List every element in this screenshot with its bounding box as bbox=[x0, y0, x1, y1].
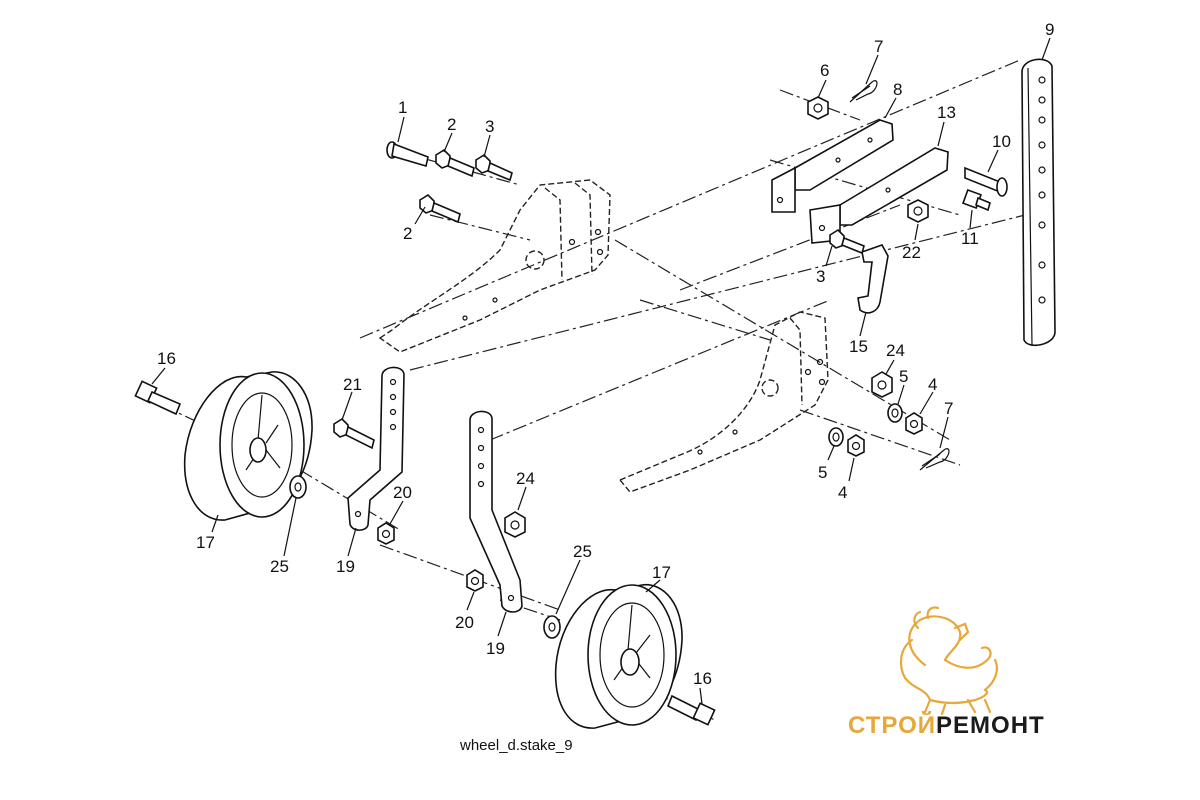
lag-screw-2-upper bbox=[435, 148, 475, 178]
callout-16: 16 bbox=[157, 349, 176, 368]
nut-22 bbox=[907, 199, 929, 223]
callout-17: 17 bbox=[196, 533, 215, 552]
tiller-frame-ghost-right bbox=[618, 311, 829, 493]
callout-5: 5 bbox=[899, 367, 908, 386]
bolt-1 bbox=[386, 141, 429, 168]
callout-25: 25 bbox=[573, 542, 592, 561]
tiller-frame-ghost-left bbox=[378, 179, 611, 353]
bracket-plate-upper bbox=[771, 119, 894, 213]
carriage-bolt-3-upper bbox=[475, 153, 513, 182]
diagram-caption: wheel_d.stake_9 bbox=[459, 737, 573, 754]
washer-5-lower bbox=[828, 427, 844, 447]
callout-20: 20 bbox=[393, 483, 412, 502]
lion-icon bbox=[899, 606, 999, 716]
carriage-bolt-3-lower bbox=[829, 228, 865, 255]
callout-22: 22 bbox=[902, 243, 921, 262]
nut-6 bbox=[807, 96, 829, 120]
callout-21: 21 bbox=[343, 375, 362, 394]
flange-nut-24-left bbox=[504, 511, 526, 538]
callout-3: 3 bbox=[485, 117, 494, 136]
hex-bolt-small bbox=[962, 189, 991, 212]
washer-25-left bbox=[289, 475, 307, 499]
clevis-pin bbox=[964, 166, 1008, 197]
callout-11: 11 bbox=[961, 229, 979, 248]
callout-24: 24 bbox=[516, 469, 535, 488]
nut-4-upper bbox=[905, 412, 923, 435]
callout-25: 25 bbox=[270, 557, 289, 576]
company-logo: СТРОЙРЕМОНТ bbox=[848, 606, 1045, 739]
shoulder-bolt-right bbox=[666, 694, 716, 726]
wheel-bracket-right bbox=[469, 410, 523, 613]
callout-2: 2 bbox=[447, 115, 456, 134]
callout-9: 9 bbox=[1045, 20, 1054, 39]
callout-8: 8 bbox=[893, 80, 902, 99]
callout-19: 19 bbox=[336, 557, 355, 576]
bolt-21 bbox=[333, 417, 375, 450]
logo-text-part-1: СТРОЙ bbox=[848, 711, 936, 739]
callout-7: 7 bbox=[944, 399, 953, 418]
callout-19: 19 bbox=[486, 639, 505, 658]
callout-20: 20 bbox=[455, 613, 474, 632]
callout-numbers: 1 2 3 2 6 7 8 9 13 10 11 22 3 15 24 5 4 … bbox=[157, 20, 1054, 688]
depth-stake-bar bbox=[1021, 58, 1056, 347]
nut-20-left bbox=[377, 522, 395, 545]
hairpin-clip-upper bbox=[849, 80, 878, 103]
callout-17: 17 bbox=[652, 563, 671, 582]
callout-1: 1 bbox=[398, 98, 407, 117]
washer-5-upper bbox=[887, 403, 903, 423]
hairpin-clip-lower bbox=[919, 448, 950, 471]
callout-4: 4 bbox=[928, 375, 937, 394]
callout-2: 2 bbox=[403, 224, 412, 243]
wheel-right bbox=[554, 584, 683, 729]
nut-4-lower bbox=[847, 434, 865, 457]
callout-13: 13 bbox=[937, 103, 956, 122]
flange-nut-24-right bbox=[871, 371, 893, 398]
shoulder-bolt-left bbox=[134, 380, 182, 416]
wheel-bracket-left bbox=[347, 366, 405, 531]
callout-6: 6 bbox=[820, 61, 829, 80]
nut-20-right bbox=[466, 569, 484, 592]
callout-16: 16 bbox=[693, 669, 712, 688]
callout-7: 7 bbox=[874, 37, 883, 56]
callout-5: 5 bbox=[818, 463, 827, 482]
callout-10: 10 bbox=[992, 132, 1011, 151]
callout-15: 15 bbox=[849, 337, 868, 356]
wheel-left bbox=[183, 371, 313, 521]
logo-text: СТРОЙРЕМОНТ bbox=[848, 711, 1045, 739]
lock-clip bbox=[857, 244, 889, 314]
washer-25-right bbox=[543, 615, 561, 639]
bracket-plate-lower bbox=[809, 147, 949, 244]
logo-text-part-2: РЕМОНТ bbox=[936, 712, 1045, 739]
callout-leaders bbox=[151, 37, 1051, 705]
callout-24: 24 bbox=[886, 341, 905, 360]
callout-3: 3 bbox=[816, 267, 825, 286]
callout-4: 4 bbox=[838, 483, 847, 502]
